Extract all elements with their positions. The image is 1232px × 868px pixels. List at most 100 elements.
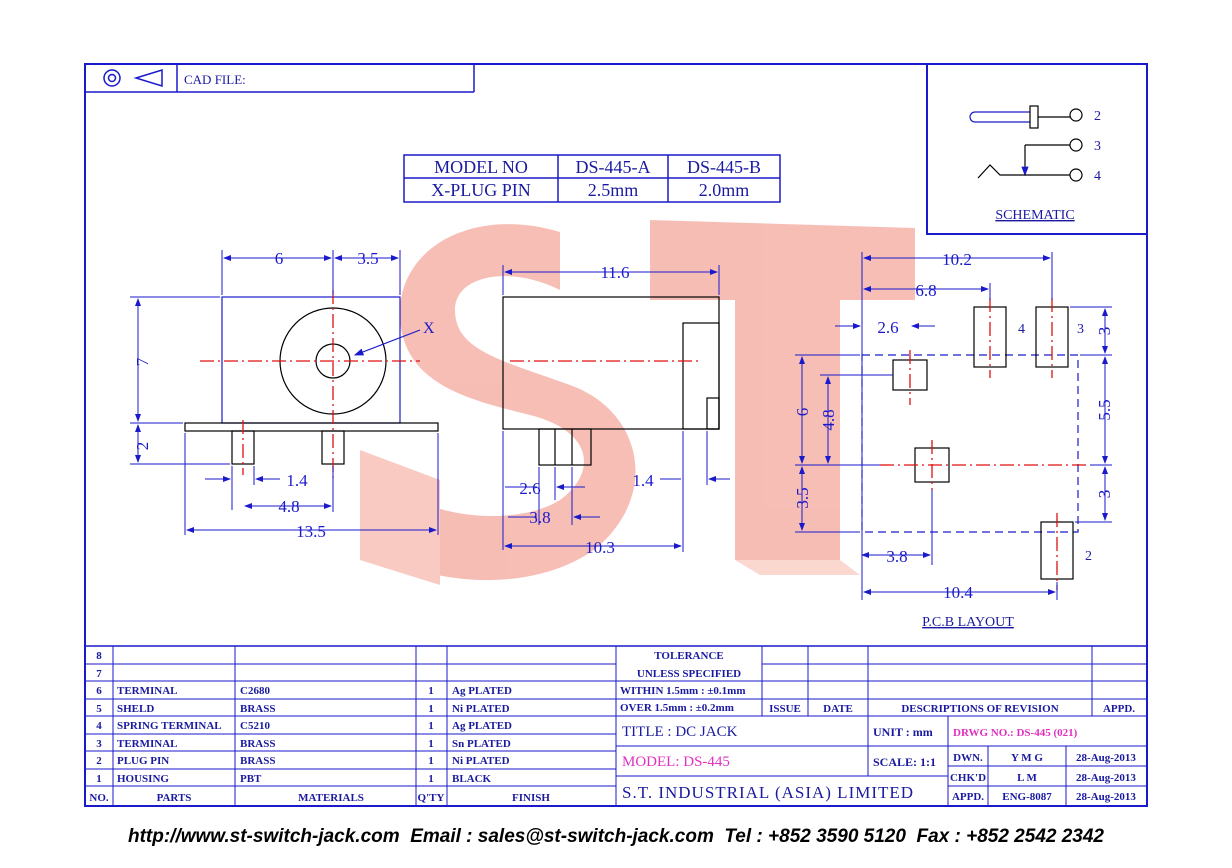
dim-front-4-8: 4.8 (278, 497, 299, 516)
bom-mat-6: C2680 (240, 685, 270, 697)
xplug-header: X-PLUG PIN (431, 180, 531, 200)
bom-mat-5: BRASS (240, 703, 275, 715)
unit-text: UNIT : mm (873, 725, 933, 739)
revision-appd: APPD. (1103, 703, 1135, 715)
bom-part-1: HOUSING (117, 773, 169, 785)
pad-label-4: 4 (1018, 322, 1025, 337)
bom-no-6: 6 (96, 685, 102, 697)
model-table: MODEL NO DS-445-A DS-445-B X-PLUG PIN 2.… (403, 154, 781, 203)
sign-chk-label: CHK'D (950, 772, 986, 784)
bom-qty-3: 1 (428, 738, 434, 750)
title-block: TITLE : DC JACK UNIT : mm DRWG NO.: DS-4… (616, 716, 1147, 806)
dim-pcb-3-8: 3.8 (886, 547, 907, 566)
pcb-title: P.C.B LAYOUT (922, 615, 1014, 630)
front-view: X 6 3.5 7 2 1.4 4.8 13.5 (130, 249, 439, 541)
xplug-a: 2.5mm (588, 180, 639, 200)
schematic-pin-4: 4 (1094, 169, 1101, 184)
pcb-layout: 4 3 2 10.2 6.8 2.6 3.8 10.4 3 5.5 3 (793, 250, 1114, 630)
revision-date: DATE (823, 703, 853, 715)
tolerance-over: OVER 1.5mm : ±0.2mm (620, 702, 734, 714)
bom-header-qty: Q'TY (418, 792, 445, 804)
tolerance-revision: TOLERANCE UNLESS SPECIFIED WITHIN 1.5mm … (616, 646, 1147, 717)
sign-chk-date: 28-Aug-2013 (1076, 772, 1136, 784)
bom-qty-5: 1 (428, 703, 434, 715)
dim-pcb-3-top: 3 (1095, 327, 1114, 336)
bom-header-materials: MATERIALS (298, 792, 364, 804)
schematic-box: 2 3 4 SCHEMATIC (926, 63, 1148, 235)
schematic-pin-2: 2 (1094, 109, 1101, 124)
sign-chk-name: L M (1017, 772, 1037, 784)
bom-finish-1: BLACK (452, 773, 492, 785)
dim-pcb-3-bottom: 3 (1095, 490, 1114, 499)
pad-label-3: 3 (1077, 322, 1084, 337)
cad-label: CAD FILE: (184, 72, 246, 87)
sign-dwn-name: Y M G (1011, 752, 1043, 764)
dim-pcb-5-5: 5.5 (1095, 399, 1114, 420)
bom-no-4: 4 (96, 720, 102, 732)
revision-issue: ISSUE (769, 703, 801, 715)
bom-mat-4: C5210 (240, 720, 270, 732)
dim-front-1-4: 1.4 (286, 471, 308, 490)
bom-qty-4: 1 (428, 720, 434, 732)
dim-pcb-3-5: 3.5 (793, 487, 812, 508)
bom-qty-1: 1 (428, 773, 434, 785)
schematic-title: SCHEMATIC (995, 208, 1074, 223)
dim-pcb-6-8: 6.8 (915, 281, 936, 300)
bom-table: 8 7 6 TERMINAL C2680 1 Ag PLATED 5 SHELD… (85, 645, 1147, 806)
model-no-header: MODEL NO (434, 157, 528, 177)
bom-no-2: 2 (96, 755, 102, 767)
dim-side-3-8: 3.8 (529, 508, 550, 527)
dim-side-2-6: 2.6 (519, 479, 540, 498)
tolerance-within: WITHIN 1.5mm : ±0.1mm (620, 685, 746, 697)
title-text: TITLE : DC JACK (622, 724, 738, 740)
bom-header-no: NO. (89, 792, 109, 804)
dim-front-2: 2 (133, 442, 152, 451)
bom-no-3: 3 (96, 738, 102, 750)
bom-part-5: SHELD (117, 703, 154, 715)
dim-side-11-6: 11.6 (600, 263, 629, 282)
sign-appd-name: ENG-8087 (1002, 791, 1052, 803)
bom-finish-4: Ag PLATED (452, 720, 512, 732)
sign-dwn-date: 28-Aug-2013 (1076, 752, 1136, 764)
scale-text: SCALE: 1:1 (873, 755, 936, 769)
cad-header: CAD FILE: (85, 64, 475, 93)
dim-pcb-4-8: 4.8 (819, 409, 838, 430)
tolerance-title: TOLERANCE (654, 650, 723, 662)
bom-no-7: 7 (96, 668, 102, 680)
bom-mat-2: BRASS (240, 755, 275, 767)
bom-no-5: 5 (96, 703, 102, 715)
dim-front-3-5: 3.5 (357, 249, 378, 268)
bom-qty-6: 1 (428, 685, 434, 697)
dim-pcb-2-6: 2.6 (877, 318, 898, 337)
x-label: X (423, 320, 435, 337)
bom-header-finish: FINISH (512, 792, 550, 804)
dim-side-1-4: 1.4 (632, 471, 654, 490)
projection-cone-icon (133, 68, 163, 88)
bom-finish-5: Ni PLATED (452, 703, 510, 715)
dim-pcb-10-2: 10.2 (942, 250, 972, 269)
st-watermark (360, 220, 915, 585)
model-b: DS-445-B (687, 157, 761, 177)
bom-finish-2: Ni PLATED (452, 755, 510, 767)
dim-front-6: 6 (275, 249, 284, 268)
dim-side-10-3: 10.3 (585, 538, 615, 557)
dim-pcb-6: 6 (793, 408, 812, 417)
bom-no-1: 1 (96, 773, 102, 785)
revision-desc: DESCRIPTIONS OF REVISION (901, 703, 1058, 715)
bom-part-6: TERMINAL (117, 685, 178, 697)
tolerance-subtitle: UNLESS SPECIFIED (637, 668, 741, 680)
bom-finish-6: Ag PLATED (452, 685, 512, 697)
sign-dwn-label: DWN. (953, 752, 983, 764)
bom-part-4: SPRING TERMINAL (117, 720, 222, 732)
drwg-no: DRWG NO.: DS-445 (021) (953, 727, 1078, 739)
dim-front-7: 7 (133, 357, 152, 366)
side-view: 11.6 2.6 3.8 10.3 1.4 (502, 263, 730, 557)
dim-pcb-10-4: 10.4 (943, 583, 973, 602)
bom-mat-1: PBT (240, 773, 262, 785)
schematic-pin-3: 3 (1094, 139, 1101, 154)
bom-part-3: TERMINAL (117, 738, 178, 750)
bom-finish-3: Sn PLATED (452, 738, 511, 750)
bom-no-8: 8 (96, 650, 102, 662)
xplug-b: 2.0mm (699, 180, 750, 200)
